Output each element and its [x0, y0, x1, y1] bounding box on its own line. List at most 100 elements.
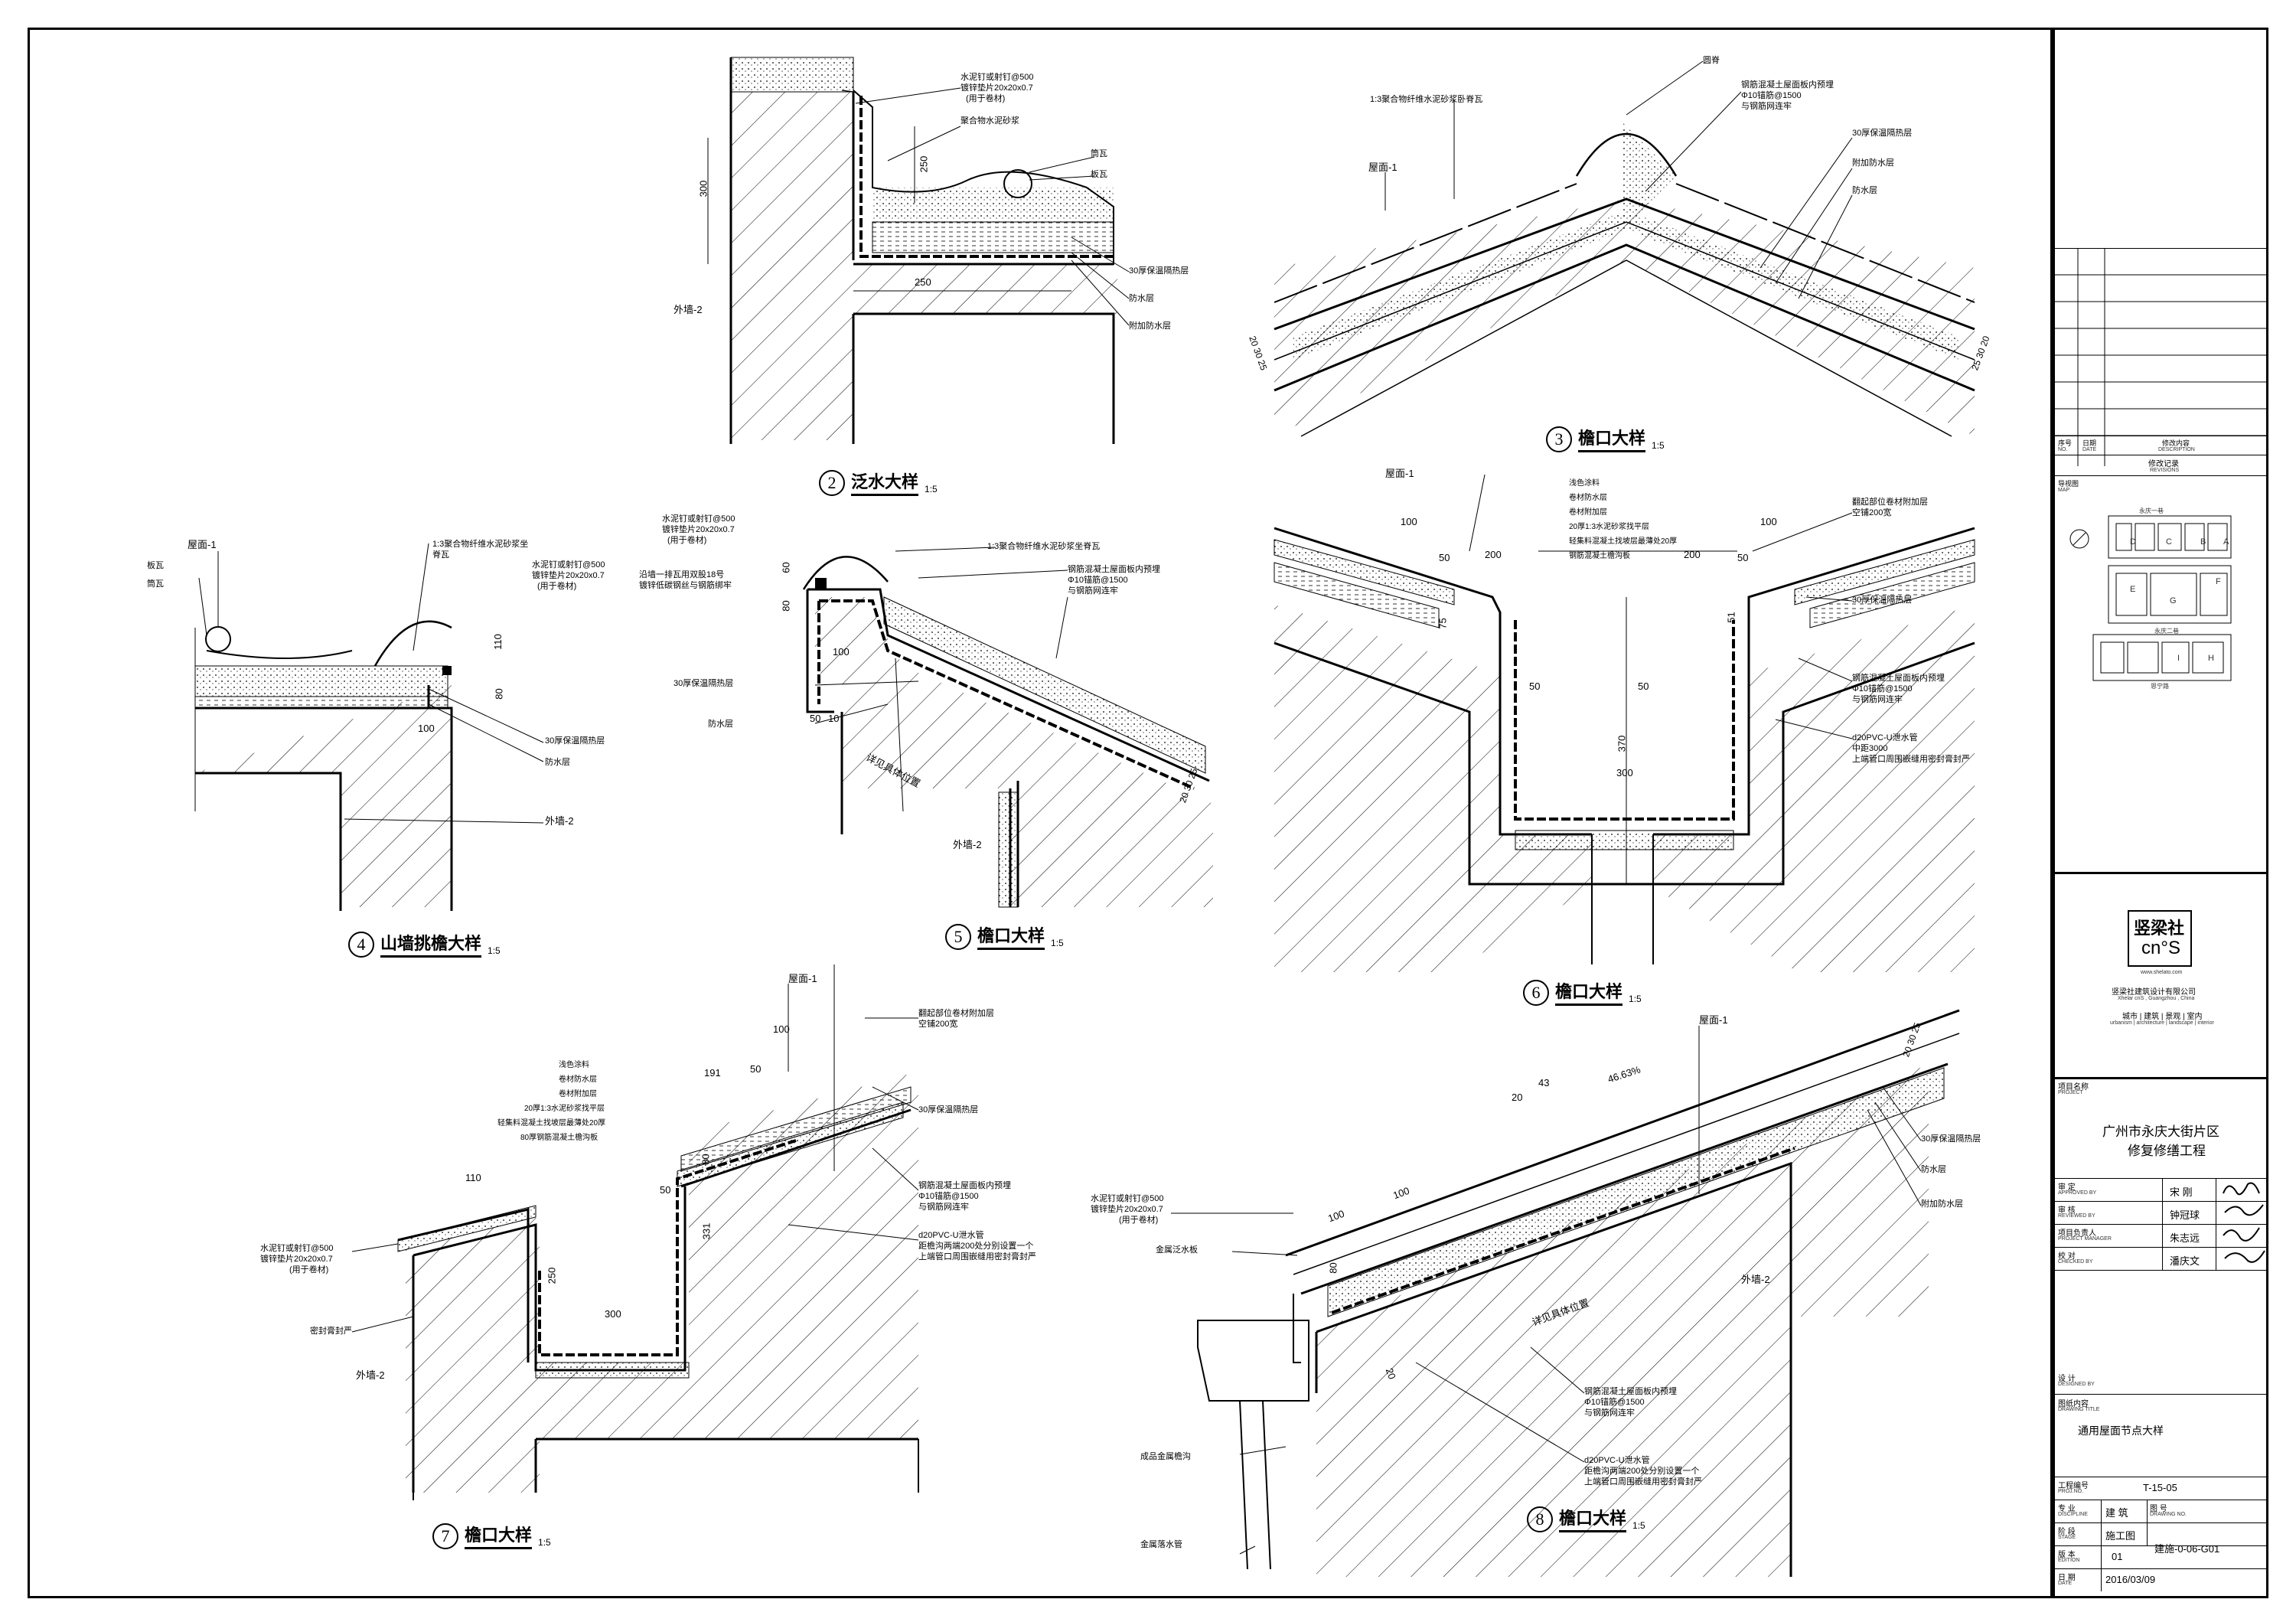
tb-map-block-h: H	[2208, 654, 2214, 663]
d6-dim-370: 370	[1616, 735, 1628, 752]
d6-dim-200-right: 200	[1684, 549, 1701, 560]
d6-dim-75: 75	[1437, 618, 1449, 629]
d6-pipe-note-a: d20PVC-U泄水管	[1852, 733, 1918, 742]
d6-layer-6: 钢筋混凝土檐沟板	[1569, 552, 1630, 560]
tb-project-no-label: 工程编号	[2058, 1482, 2089, 1490]
tb-map-block-i: I	[2177, 654, 2180, 663]
detail-4-name: 山墙挑檐大样	[380, 930, 482, 958]
tb-revisions-en: REVISIONS	[2150, 468, 2180, 473]
tb-map-block-b: B	[2200, 537, 2206, 547]
d7-layer-2: 卷材防水层	[559, 1075, 597, 1084]
tb-checked-en: CHECKED BY	[2058, 1259, 2093, 1265]
detail-5-scale: 1:5	[1051, 938, 1064, 948]
d6-dim-100-right: 100	[1760, 516, 1777, 527]
detail-7-number: 7	[432, 1523, 458, 1549]
d2-dim-250-horiz: 250	[915, 276, 931, 288]
tb-company-name: 竖梁社建筑设计有限公司	[2112, 988, 2196, 997]
tb-rev-date: 日期	[2082, 439, 2097, 447]
d7-pipe-note-c: 上端管口周围嵌缝用密封膏封严	[918, 1252, 1036, 1261]
d7-dim-331: 331	[700, 1222, 713, 1240]
tb-drawing-no: 建施-0-06-G01	[2154, 1543, 2220, 1555]
detail-6-name: 檐口大样	[1555, 978, 1623, 1006]
d4-for-roll-note: (用于卷材)	[537, 582, 577, 591]
d7-dim-50-mid: 50	[660, 1184, 671, 1196]
d6-layer-1: 浅色涂料	[1569, 479, 1600, 488]
detail-3-title: 3 檐口大样 1:5	[1546, 425, 1665, 452]
d4-roof-label: 屋面-1	[188, 539, 217, 550]
d7-rebar-note-a: 钢筋混凝土屋面板内预埋	[918, 1181, 1011, 1190]
tb-map-block-g: G	[2170, 596, 2177, 605]
d7-dim-250: 250	[546, 1267, 558, 1284]
tb-project-no: T-15-05	[2143, 1482, 2177, 1493]
detail-2-title: 2 泛水大样 1:5	[819, 468, 938, 496]
title-block: 序号 NO. 日期 DATE 修改内容 DESCRIPTION 修改记录 REV…	[2053, 28, 2268, 1598]
d8-nail-note: 水泥钉或射钉@500	[1091, 1194, 1164, 1203]
tb-drawing-title-en: DRAWING TITLE	[2058, 1407, 2100, 1412]
d5-rebar-note-b: Φ10锚筋@1500	[1068, 576, 1128, 585]
tb-rev-desc-en: DESCRIPTION	[2158, 447, 2195, 452]
tb-approved-en: APPROVED BY	[2058, 1190, 2097, 1196]
detail-4-geometry	[194, 620, 453, 911]
tb-stage-en: STAGE	[2058, 1535, 2076, 1540]
d5-rebar-note-a: 钢筋混凝土屋面板内预埋	[1068, 565, 1160, 574]
d2-waterproof-label: 防水层	[1129, 294, 1154, 303]
d4-mortar-label: 1:3聚合物纤维水泥砂浆坐	[432, 540, 529, 549]
d6-fold-note-b: 空铺200宽	[1852, 508, 1892, 517]
d8-gutter-label: 成品金属檐沟	[1140, 1452, 1191, 1461]
tb-map-street-mid: 永庆二巷	[2154, 628, 2179, 635]
d6-layer-2: 卷材防水层	[1569, 494, 1607, 502]
tb-map-street-bottom: 恩宁路	[2151, 683, 2169, 690]
detail-7-scale: 1:5	[538, 1537, 551, 1548]
d8-downpipe-label: 金属落水管	[1140, 1540, 1182, 1549]
d8-roof-label: 屋面-1	[1699, 1014, 1728, 1026]
tb-date-en: DATE	[2058, 1581, 2073, 1586]
d7-dim-300: 300	[605, 1308, 621, 1320]
d8-washer-note: 镀锌垫片20x20x0.7	[1091, 1205, 1163, 1214]
detail-8-title: 8 檐口大样 1:5	[1527, 1505, 1645, 1532]
detail-7-title: 7 檐口大样 1:5	[432, 1522, 551, 1549]
detail-4-title: 4 山墙挑檐大样 1:5	[348, 930, 501, 958]
d5-wall-label: 外墙-2	[953, 839, 982, 850]
d6-rebar-note-a: 钢筋混凝土屋面板内预埋	[1852, 674, 1945, 683]
d7-layer-3: 卷材附加层	[559, 1090, 597, 1098]
d4-waterproof-label: 防水层	[545, 758, 570, 767]
detail-7-geometry	[397, 964, 919, 1500]
d4-washer-note: 镀锌垫片20x20x0.7	[532, 571, 605, 580]
detail-2-scale: 1:5	[925, 484, 938, 494]
tb-discipline: 建 筑	[2105, 1507, 2128, 1519]
leader-lines	[198, 60, 1922, 1555]
d2-insulation-label: 30厚保温隔热层	[1129, 266, 1189, 276]
tb-reviewed-en: REVIEWED BY	[2058, 1213, 2095, 1219]
d7-dim-100: 100	[773, 1023, 790, 1035]
tb-rev-desc: 修改内容	[2162, 439, 2190, 447]
d7-pipe-note-b: 距檐沟两端200处分别设置一个	[918, 1242, 1034, 1251]
d2-plate-tile-label: 板瓦	[1091, 170, 1107, 179]
d5-dim-50: 50	[810, 713, 821, 724]
tb-drawing-no-label: 图 号	[2150, 1505, 2167, 1513]
d8-dim-20: 20	[1512, 1092, 1523, 1103]
d2-extra-waterproof-label: 附加防水层	[1129, 321, 1171, 331]
d5-mortar-label: 1:3聚合物纤维水泥砂浆坐脊瓦	[987, 542, 1101, 551]
tb-company-url: www.shelato.com	[2141, 970, 2183, 975]
tb-map-block-f: F	[2216, 577, 2221, 586]
detail-6-number: 6	[1523, 980, 1549, 1006]
d8-rebar-note-a: 钢筋混凝土屋面板内预埋	[1584, 1387, 1677, 1396]
tb-project-no-en: PROJ.NO.	[2058, 1489, 2084, 1494]
logo-chinese: 竖梁社	[2134, 919, 2185, 938]
tb-company-services: 城市 | 建筑 | 景观 | 室内	[2122, 1013, 2203, 1021]
d6-dim-50-left: 50	[1439, 552, 1450, 563]
tb-map-label: 导视图	[2058, 480, 2079, 488]
logo-latin: cn°S	[2141, 938, 2180, 958]
tb-map-block-a: A	[2223, 537, 2229, 547]
d2-mortar-label: 聚合物水泥砂浆	[960, 116, 1019, 126]
d6-insulation-label: 30厚保温隔热层	[1852, 596, 1913, 605]
site-map	[2069, 515, 2232, 681]
d5-nail-note: 水泥钉或射钉@500	[662, 514, 735, 524]
tb-edition-en: EDITION	[2058, 1558, 2080, 1563]
tb-reviewed-label: 审 核	[2058, 1206, 2076, 1215]
tb-map-block-c: C	[2166, 537, 2172, 547]
d6-layer-3: 卷材附加层	[1569, 508, 1607, 517]
d2-washer-note: 镀锌垫片20x20x0.7	[960, 83, 1033, 93]
d5-wire-note-b: 镀锌低碳钢丝与钢筋绑牢	[639, 581, 732, 590]
d6-dim-50-right: 50	[1737, 552, 1749, 563]
